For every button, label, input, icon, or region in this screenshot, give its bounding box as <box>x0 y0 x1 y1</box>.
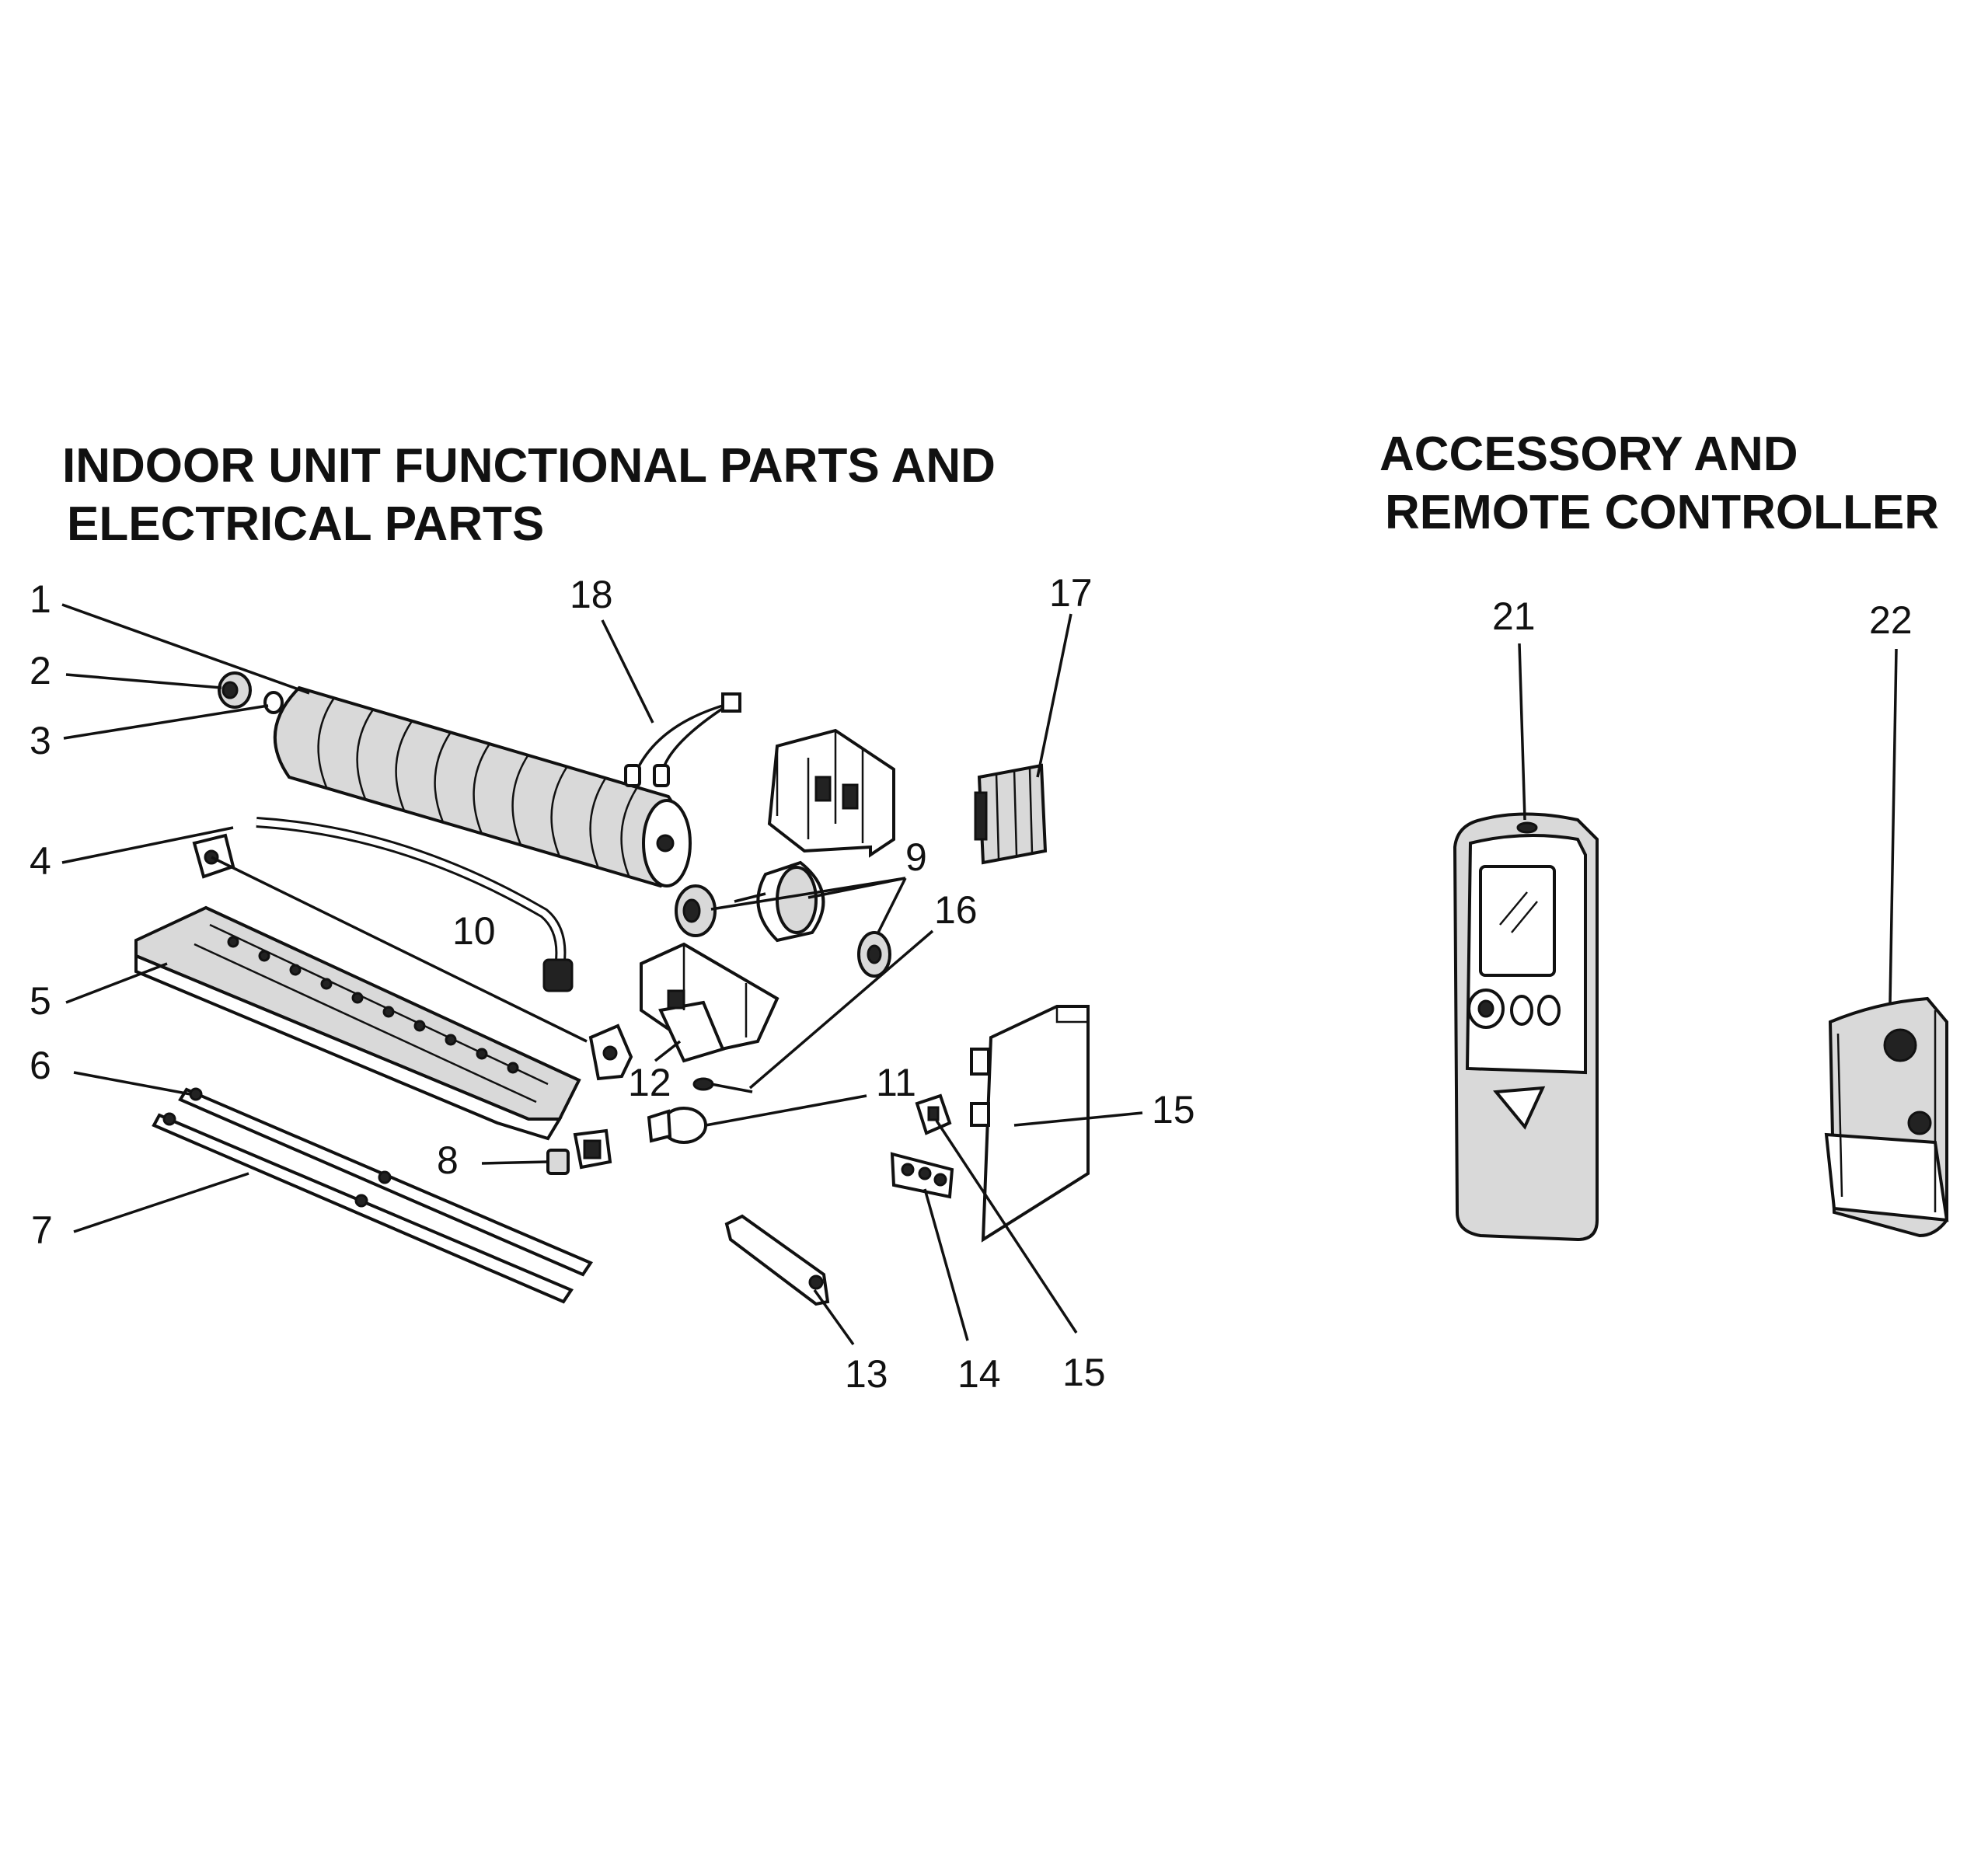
vane-arm <box>724 1214 830 1306</box>
stepping-motor <box>546 1128 612 1175</box>
bearing-rubber <box>263 691 284 714</box>
terminal-block <box>974 763 1048 865</box>
right-title-line1: ACCESSORY AND <box>1379 427 1798 481</box>
capacitor <box>647 1107 707 1144</box>
display-board <box>890 1152 954 1199</box>
callout-4: 4 <box>30 839 51 883</box>
callout-13: 13 <box>845 1352 888 1396</box>
control-box <box>767 728 895 858</box>
remote-controller <box>1453 812 1599 1242</box>
drain-pan-assembly <box>134 905 581 1141</box>
callout-9: 9 <box>905 835 927 879</box>
callout-17: 17 <box>1049 571 1093 615</box>
room-sensor <box>692 1077 753 1093</box>
thermistor-wire <box>624 692 741 787</box>
vane-link-rods <box>152 1087 593 1304</box>
callout-18: 18 <box>570 573 613 616</box>
callout-15-connector: 15 <box>1062 1351 1106 1394</box>
fan-motor <box>675 860 891 978</box>
callout-22: 22 <box>1869 598 1913 642</box>
callout-15-pcb: 15 <box>1152 1088 1195 1132</box>
callout-6: 6 <box>30 1044 51 1087</box>
callout-10: 10 <box>452 909 496 953</box>
callout-7: 7 <box>31 1208 53 1252</box>
callout-16: 16 <box>934 888 978 932</box>
callout-14: 14 <box>957 1352 1001 1396</box>
callout-11: 11 <box>876 1061 916 1104</box>
fan-motor-holder <box>588 1023 633 1081</box>
callout-1: 1 <box>30 577 51 621</box>
callout-3: 3 <box>30 719 51 762</box>
right-title-line2: REMOTE CONTROLLER <box>1385 486 1939 539</box>
connector-part <box>915 1093 952 1135</box>
cross-flow-fan <box>273 685 692 888</box>
left-title-line2: ELECTRICAL PARTS <box>67 497 544 551</box>
remote-holder <box>1824 996 1949 1238</box>
bearing <box>218 671 252 709</box>
left-title-line1: INDOOR UNIT FUNCTIONAL PARTS AND <box>62 439 996 493</box>
electrical-box <box>640 942 779 1063</box>
callout-21: 21 <box>1492 595 1536 638</box>
callout-8: 8 <box>437 1139 459 1182</box>
callout-5: 5 <box>30 979 51 1023</box>
drain-hose <box>256 817 574 992</box>
callout-2: 2 <box>30 649 51 692</box>
fan-motor-holder-top <box>192 833 235 879</box>
leader-lines <box>61 603 1898 1346</box>
callout-12: 12 <box>628 1061 671 1104</box>
